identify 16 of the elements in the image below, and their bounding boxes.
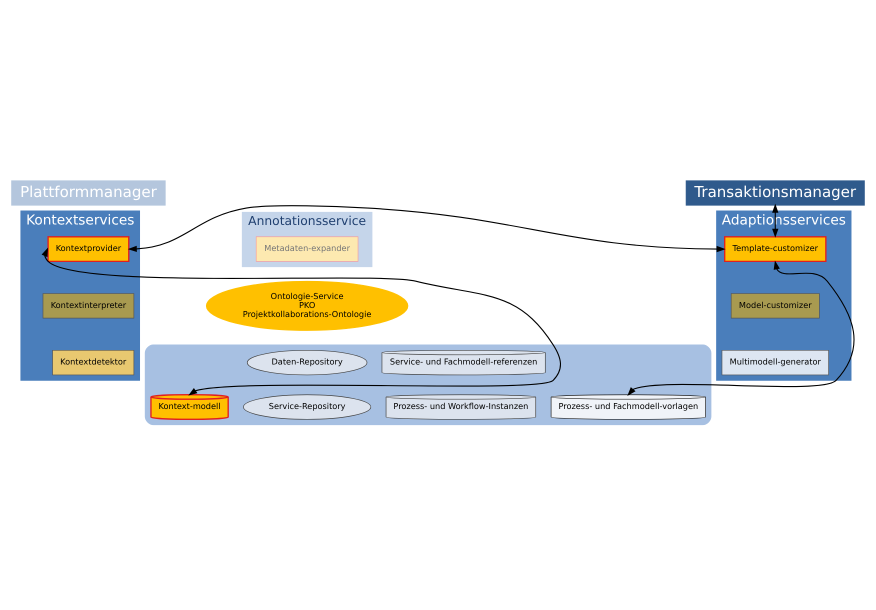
node-box: Kontextinterpreter — [42, 292, 134, 318]
arrow — [627, 260, 855, 396]
node-ellipse: Ontologie-Service PKO Projektkollaborations-Ontologie — [206, 280, 408, 330]
node-ellipse: Daten-Repository — [246, 349, 368, 375]
node-box: Transaktionsmanager — [686, 180, 865, 206]
node-box: Multimodell-generator — [722, 349, 829, 375]
node-box: Kontextdetektor — [52, 349, 134, 375]
node-box: Template-customizer — [724, 236, 827, 262]
node-box: Metadaten-expander — [256, 236, 358, 262]
arrow — [128, 204, 726, 252]
node-box: Plattformmanager — [11, 180, 166, 206]
node-ellipse: Service-Repository — [243, 394, 372, 420]
node-box: Kontextprovider — [47, 236, 130, 262]
node-box: Model-customizer — [730, 292, 820, 318]
cluster — [144, 344, 712, 425]
arrow — [42, 247, 561, 396]
